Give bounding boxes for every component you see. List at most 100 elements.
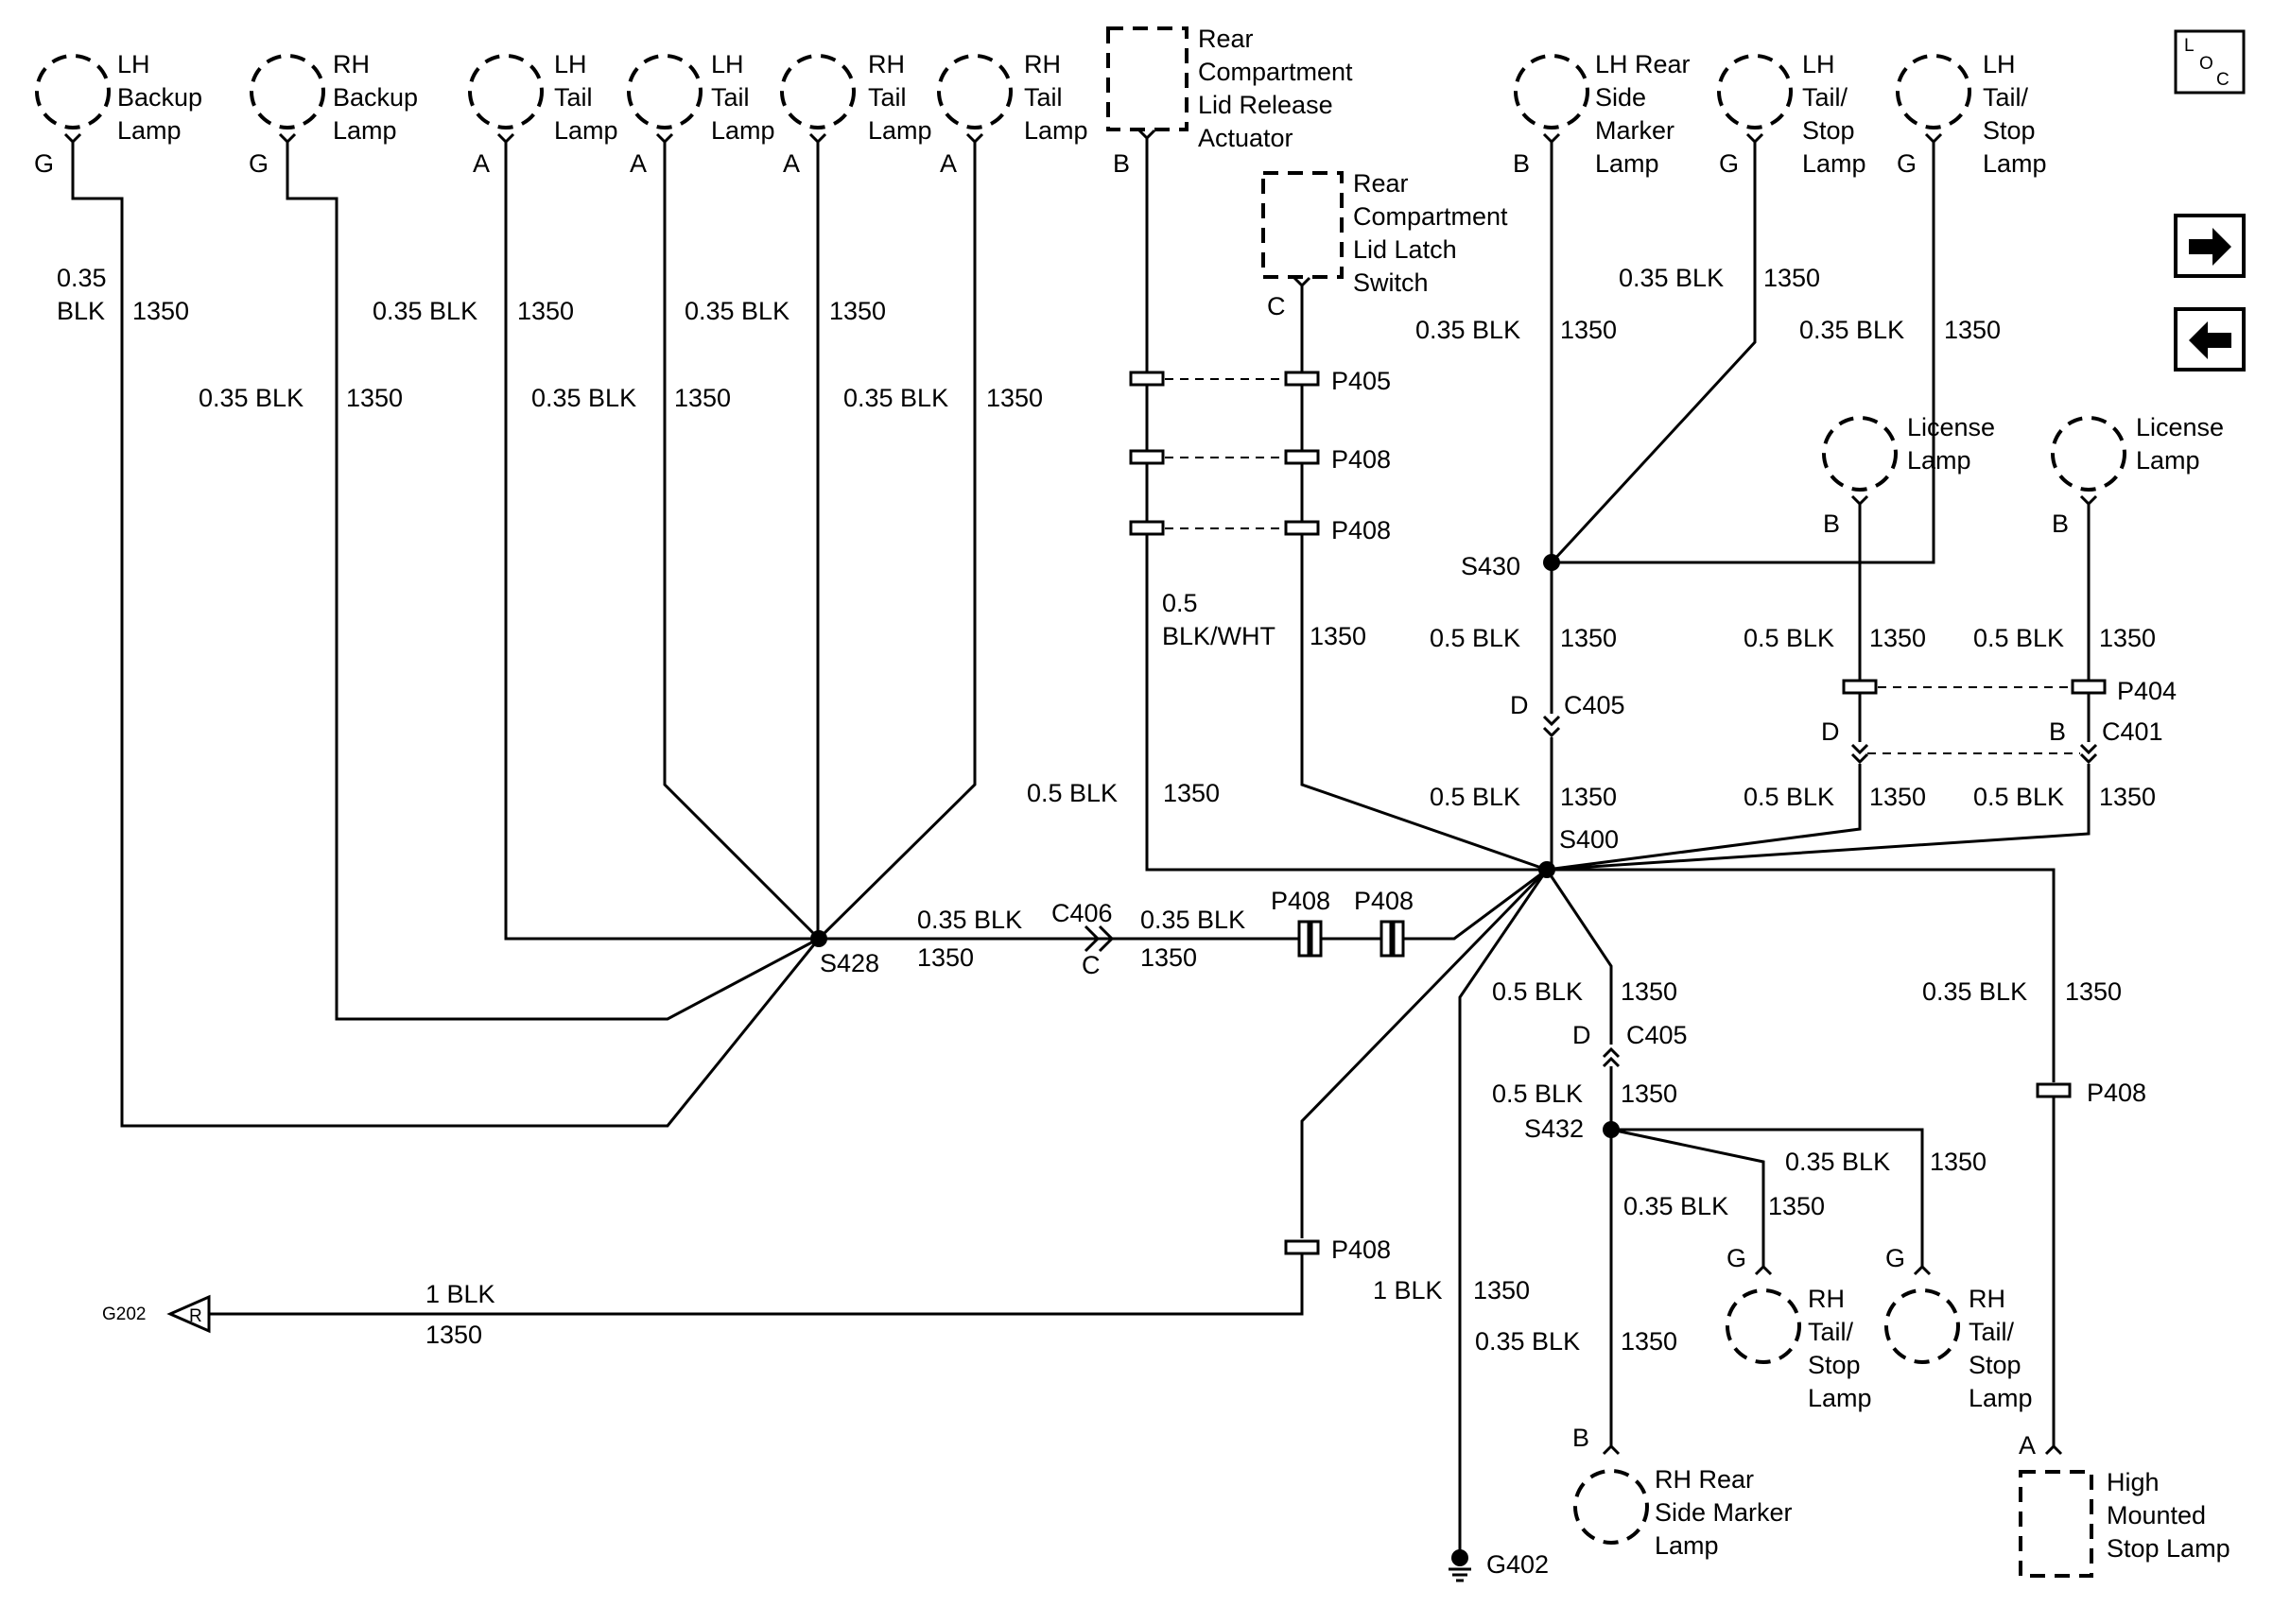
svg-text:D: D xyxy=(1821,717,1840,746)
splice-s430-label: S430 xyxy=(1461,552,1520,580)
svg-text:G: G xyxy=(1726,1244,1746,1272)
svg-text:P405: P405 xyxy=(1331,367,1391,395)
svg-text:1350: 1350 xyxy=(1944,316,2001,344)
svg-text:1350: 1350 xyxy=(1869,783,1926,811)
prev-page-button[interactable] xyxy=(2174,307,2246,371)
rh-tail-stop-lamp-1: G RH Tail/ Stop Lamp xyxy=(1726,1244,1872,1412)
rh-backup-lamp: RH Backup Lamp G xyxy=(249,50,425,178)
svg-text:Rear Compartment L: Rear Compartment Lid Release Actuator xyxy=(1198,25,1360,152)
svg-text:B: B xyxy=(2049,717,2066,746)
lh-backup-lamp: LH Backup Lamp G xyxy=(34,50,210,178)
svg-text:1350: 1350 xyxy=(1473,1276,1530,1304)
license-lamp-1: License Lamp B xyxy=(1822,413,1995,538)
svg-text:P408: P408 xyxy=(1271,887,1330,915)
svg-text:C406: C406 xyxy=(1051,899,1113,927)
svg-text:C: C xyxy=(1082,951,1101,979)
svg-text:D: D xyxy=(1572,1021,1591,1049)
lh-backup-label: LH Backup Lamp xyxy=(117,50,210,145)
pin-b: B xyxy=(1823,510,1840,538)
svg-text:G: G xyxy=(1885,1244,1905,1272)
svg-text:0.35 BLK: 0.35 BLK xyxy=(199,384,304,412)
left-wire-labels: 0.35 BLK 1350 0.35 BLK 1350 0.35 BLK 135… xyxy=(57,264,1043,977)
rh-backup-label: RH Backup Lamp xyxy=(333,50,425,145)
svg-text:1350: 1350 xyxy=(1560,783,1617,811)
svg-text:0.35 BLK: 0.35 BLK xyxy=(685,297,789,325)
svg-text:LH Tail Lamp: LH Tail Lamp xyxy=(711,50,775,145)
rh-rear-side-marker-lamp: B RH Rear Side Marker Lamp xyxy=(1572,1424,1799,1560)
right-upper-wires: S430 S400 0.35 BLK 1350 0.35 BLK 1350 0.… xyxy=(1415,151,2001,878)
svg-text:B: B xyxy=(1572,1424,1589,1452)
lid-latch-switch: Rear Compartment Lid Latch Switch C xyxy=(1261,169,1508,320)
svg-text:0.35 BLK: 0.35 BLK xyxy=(1922,977,2027,1006)
svg-text:1350: 1350 xyxy=(425,1321,482,1349)
svg-text:0.35 BLK: 0.35 BLK xyxy=(1475,1327,1580,1356)
pin-a: A xyxy=(783,149,800,178)
left-arrow-icon xyxy=(2189,321,2231,359)
svg-text:RH Rear Side Marker: RH Rear Side Marker Lamp xyxy=(1655,1465,1799,1560)
svg-text:1350: 1350 xyxy=(517,297,574,325)
svg-text:0.5 BLK: 0.5 BLK xyxy=(1744,783,1834,811)
pin-g: G xyxy=(34,149,54,178)
svg-text:1350: 1350 xyxy=(1768,1192,1825,1220)
rh-tail-lamp-2: RH Tail Lamp A xyxy=(937,50,1088,178)
svg-text:0.35 BLK: 0.35 BLK xyxy=(1799,316,1904,344)
svg-text:0.35 BLK: 0.35 BLK xyxy=(1415,316,1520,344)
pin-b: B xyxy=(1513,149,1530,178)
pin-a: A xyxy=(940,149,957,178)
lh-tail-stop-lamp-2: LH Tail/ Stop Lamp G xyxy=(1896,50,2047,178)
svg-text:0.5 BLK: 0.5 BLK xyxy=(1492,977,1583,1006)
loc-button[interactable]: L O C xyxy=(2174,29,2246,95)
svg-text:BLK: BLK xyxy=(57,297,105,325)
rh-tail-stop-lamp-2: G RH Tail/ Stop Lamp xyxy=(1884,1244,2033,1412)
svg-text:LH Tail Lamp: LH Tail Lamp xyxy=(554,50,618,145)
svg-text:1350: 1350 xyxy=(674,384,731,412)
svg-text:1350: 1350 xyxy=(1930,1148,1987,1176)
svg-text:0.35 BLK: 0.35 BLK xyxy=(1623,1192,1728,1220)
pin-g: G xyxy=(249,149,269,178)
svg-text:1350: 1350 xyxy=(132,297,189,325)
svg-text:1350: 1350 xyxy=(917,943,974,972)
svg-text:1350: 1350 xyxy=(1763,264,1820,292)
svg-text:License Lamp: License Lamp xyxy=(2136,413,2231,475)
lh-rear-side-marker-lamp: LH Rear Side Marker Lamp B xyxy=(1513,50,1691,178)
svg-text:P408: P408 xyxy=(1331,1235,1391,1264)
pin-g: G xyxy=(1719,149,1739,178)
right-arrow-icon xyxy=(2189,228,2231,266)
svg-text:1350: 1350 xyxy=(1621,1327,1677,1356)
svg-text:C401: C401 xyxy=(2102,717,2163,746)
pin-b: B xyxy=(2052,510,2069,538)
next-page-button[interactable] xyxy=(2174,214,2246,278)
svg-text:0.5: 0.5 xyxy=(1162,589,1198,617)
ground-g202: R G202 xyxy=(102,1294,211,1334)
svg-text:1350: 1350 xyxy=(1560,316,1617,344)
left-group-wires xyxy=(71,151,977,1128)
splice-s428-label: S428 xyxy=(820,949,879,977)
svg-text:RH Tail Lamp: RH Tail Lamp xyxy=(1024,50,1088,145)
svg-text:P408: P408 xyxy=(1354,887,1414,915)
svg-text:RH Tail/ Stop: RH Tail/ Stop Lamp xyxy=(1808,1285,1872,1412)
lid-release-actuator: Rear Compartment Lid Release Actuator B xyxy=(1106,25,1360,178)
svg-text:P404: P404 xyxy=(2117,677,2177,705)
svg-text:1350: 1350 xyxy=(1560,624,1617,652)
svg-text:1350: 1350 xyxy=(346,384,403,412)
loc-c: C xyxy=(2216,70,2230,90)
lh-tail-lamp-2: LH Tail Lamp A xyxy=(627,50,775,178)
svg-text:C405: C405 xyxy=(1564,691,1625,719)
svg-text:1350: 1350 xyxy=(1621,1080,1677,1108)
svg-text:1350: 1350 xyxy=(1621,977,1677,1006)
svg-text:RH Tail/ Stop: RH Tail/ Stop Lamp xyxy=(1969,1285,2033,1412)
pin-a: A xyxy=(630,149,647,178)
svg-text:0.35 BLK: 0.35 BLK xyxy=(1140,906,1245,934)
lower-wires: P408 1 BLK 1350 R G202 G402 1 BLK 1350 0… xyxy=(102,868,2146,1582)
lh-tail-lamp-1: LH Tail Lamp A xyxy=(468,50,618,178)
svg-text:1350: 1350 xyxy=(829,297,886,325)
svg-text:0.5 BLK: 0.5 BLK xyxy=(1430,783,1520,811)
svg-text:1350: 1350 xyxy=(1163,779,1220,807)
pin-g: G xyxy=(1897,149,1917,178)
svg-text:0.35: 0.35 xyxy=(57,264,107,292)
svg-text:0.35 BLK: 0.35 BLK xyxy=(1785,1148,1890,1176)
svg-text:P408: P408 xyxy=(2087,1079,2146,1107)
svg-text:0.35 BLK: 0.35 BLK xyxy=(373,297,477,325)
svg-text:0.5 BLK: 0.5 BLK xyxy=(1973,624,2064,652)
svg-text:C405: C405 xyxy=(1626,1021,1688,1049)
